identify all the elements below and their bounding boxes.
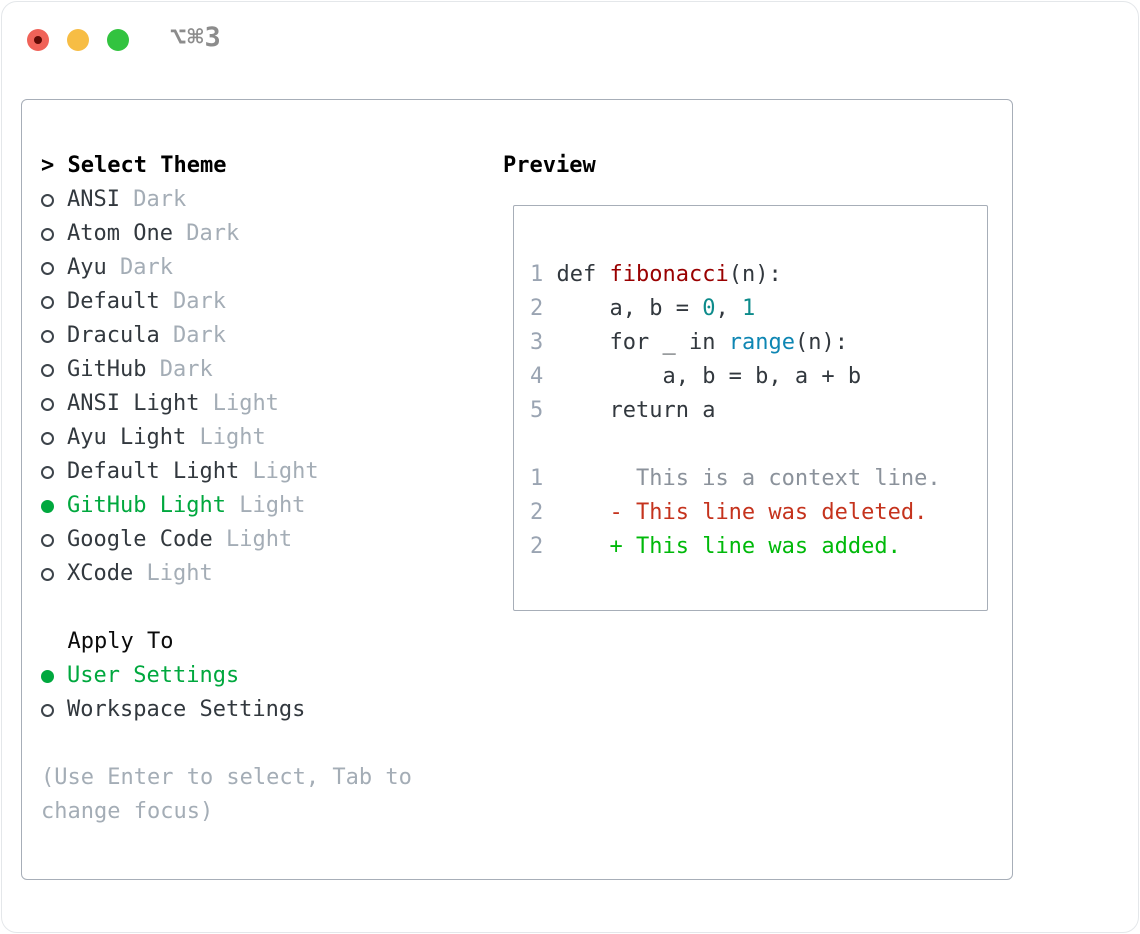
- code-token: 0: [702, 296, 716, 321]
- prompt-caret-icon: >: [41, 153, 55, 178]
- line-number: 5: [530, 398, 544, 423]
- line-number: 1: [530, 262, 544, 287]
- radio-icon: [41, 567, 54, 581]
- code-token: ,: [715, 296, 742, 321]
- code-token: return: [609, 398, 689, 423]
- radio-selected-icon: [41, 499, 54, 513]
- code-token: (n):: [728, 262, 782, 287]
- code-line: 2 - This line was deleted.: [530, 496, 941, 530]
- line-number: 1: [530, 466, 544, 491]
- radio-icon: [41, 465, 54, 479]
- code-token: a, b = b, a + b: [556, 364, 862, 389]
- code-token: fibonacci: [609, 262, 729, 287]
- radio-icon: [41, 193, 54, 207]
- zoom-button[interactable]: [107, 29, 129, 51]
- code-token: a, b =: [556, 296, 703, 321]
- code-line: 2 a, b = 0, 1: [530, 292, 941, 326]
- code-token: def: [556, 262, 610, 287]
- line-number: 2: [530, 296, 544, 321]
- code-token: for: [609, 330, 650, 355]
- code-token: + This line was added.: [556, 534, 901, 559]
- apply-to-workspace-settings[interactable]: Workspace Settings: [41, 693, 481, 727]
- line-number: 4: [530, 364, 544, 389]
- line-number: 2: [530, 500, 544, 525]
- code-token: [715, 330, 728, 355]
- code-line: 1 def fibonacci(n):: [530, 258, 941, 292]
- radio-icon: [41, 227, 54, 241]
- code-token: 1: [741, 296, 756, 321]
- code-token: range: [728, 330, 795, 355]
- radio-selected-icon: [41, 669, 54, 683]
- radio-icon: [41, 431, 54, 445]
- title-bar: ⌥⌘3: [2, 2, 1138, 78]
- code-line: [530, 428, 941, 462]
- code-line: 2 + This line was added.: [530, 530, 941, 564]
- code-token: This is a context line.: [556, 466, 941, 491]
- line-number: 3: [530, 330, 544, 355]
- select-theme-header: > Select Theme: [41, 149, 481, 183]
- code-line: 1 This is a context line.: [530, 462, 941, 496]
- radio-icon: [41, 703, 54, 717]
- code-token: [557, 330, 610, 355]
- code-token: [557, 398, 610, 423]
- radio-icon: [41, 261, 54, 275]
- code-line: 5 return a: [530, 394, 941, 428]
- apply-to-user-settings[interactable]: User Settings: [41, 659, 481, 693]
- radio-icon: [41, 295, 54, 309]
- spacer: [41, 727, 481, 761]
- code-token: _: [649, 330, 689, 355]
- radio-icon: [41, 363, 54, 377]
- minimize-button[interactable]: [67, 29, 89, 51]
- code-token: in: [688, 330, 716, 355]
- code-token: (n):: [794, 330, 848, 355]
- radio-icon: [41, 533, 54, 547]
- code-token: - This line was deleted.: [556, 500, 928, 525]
- keyboard-hint: (Use Enter to select, Tab to change focu…: [41, 765, 412, 824]
- code-line: 4 a, b = b, a + b: [530, 360, 941, 394]
- apply-to-header: Apply To: [67, 629, 174, 654]
- code-line: 3 for _ in range(n):: [530, 326, 941, 360]
- preview-header: Preview: [503, 153, 596, 178]
- radio-icon: [41, 397, 54, 411]
- close-button[interactable]: [27, 29, 49, 51]
- select-theme-title: Select Theme: [67, 153, 227, 178]
- line-number: 2: [530, 534, 544, 559]
- spacer: [41, 591, 481, 625]
- window-title: ⌥⌘3: [170, 22, 222, 53]
- code-token: a: [688, 398, 716, 423]
- radio-icon: [41, 329, 54, 343]
